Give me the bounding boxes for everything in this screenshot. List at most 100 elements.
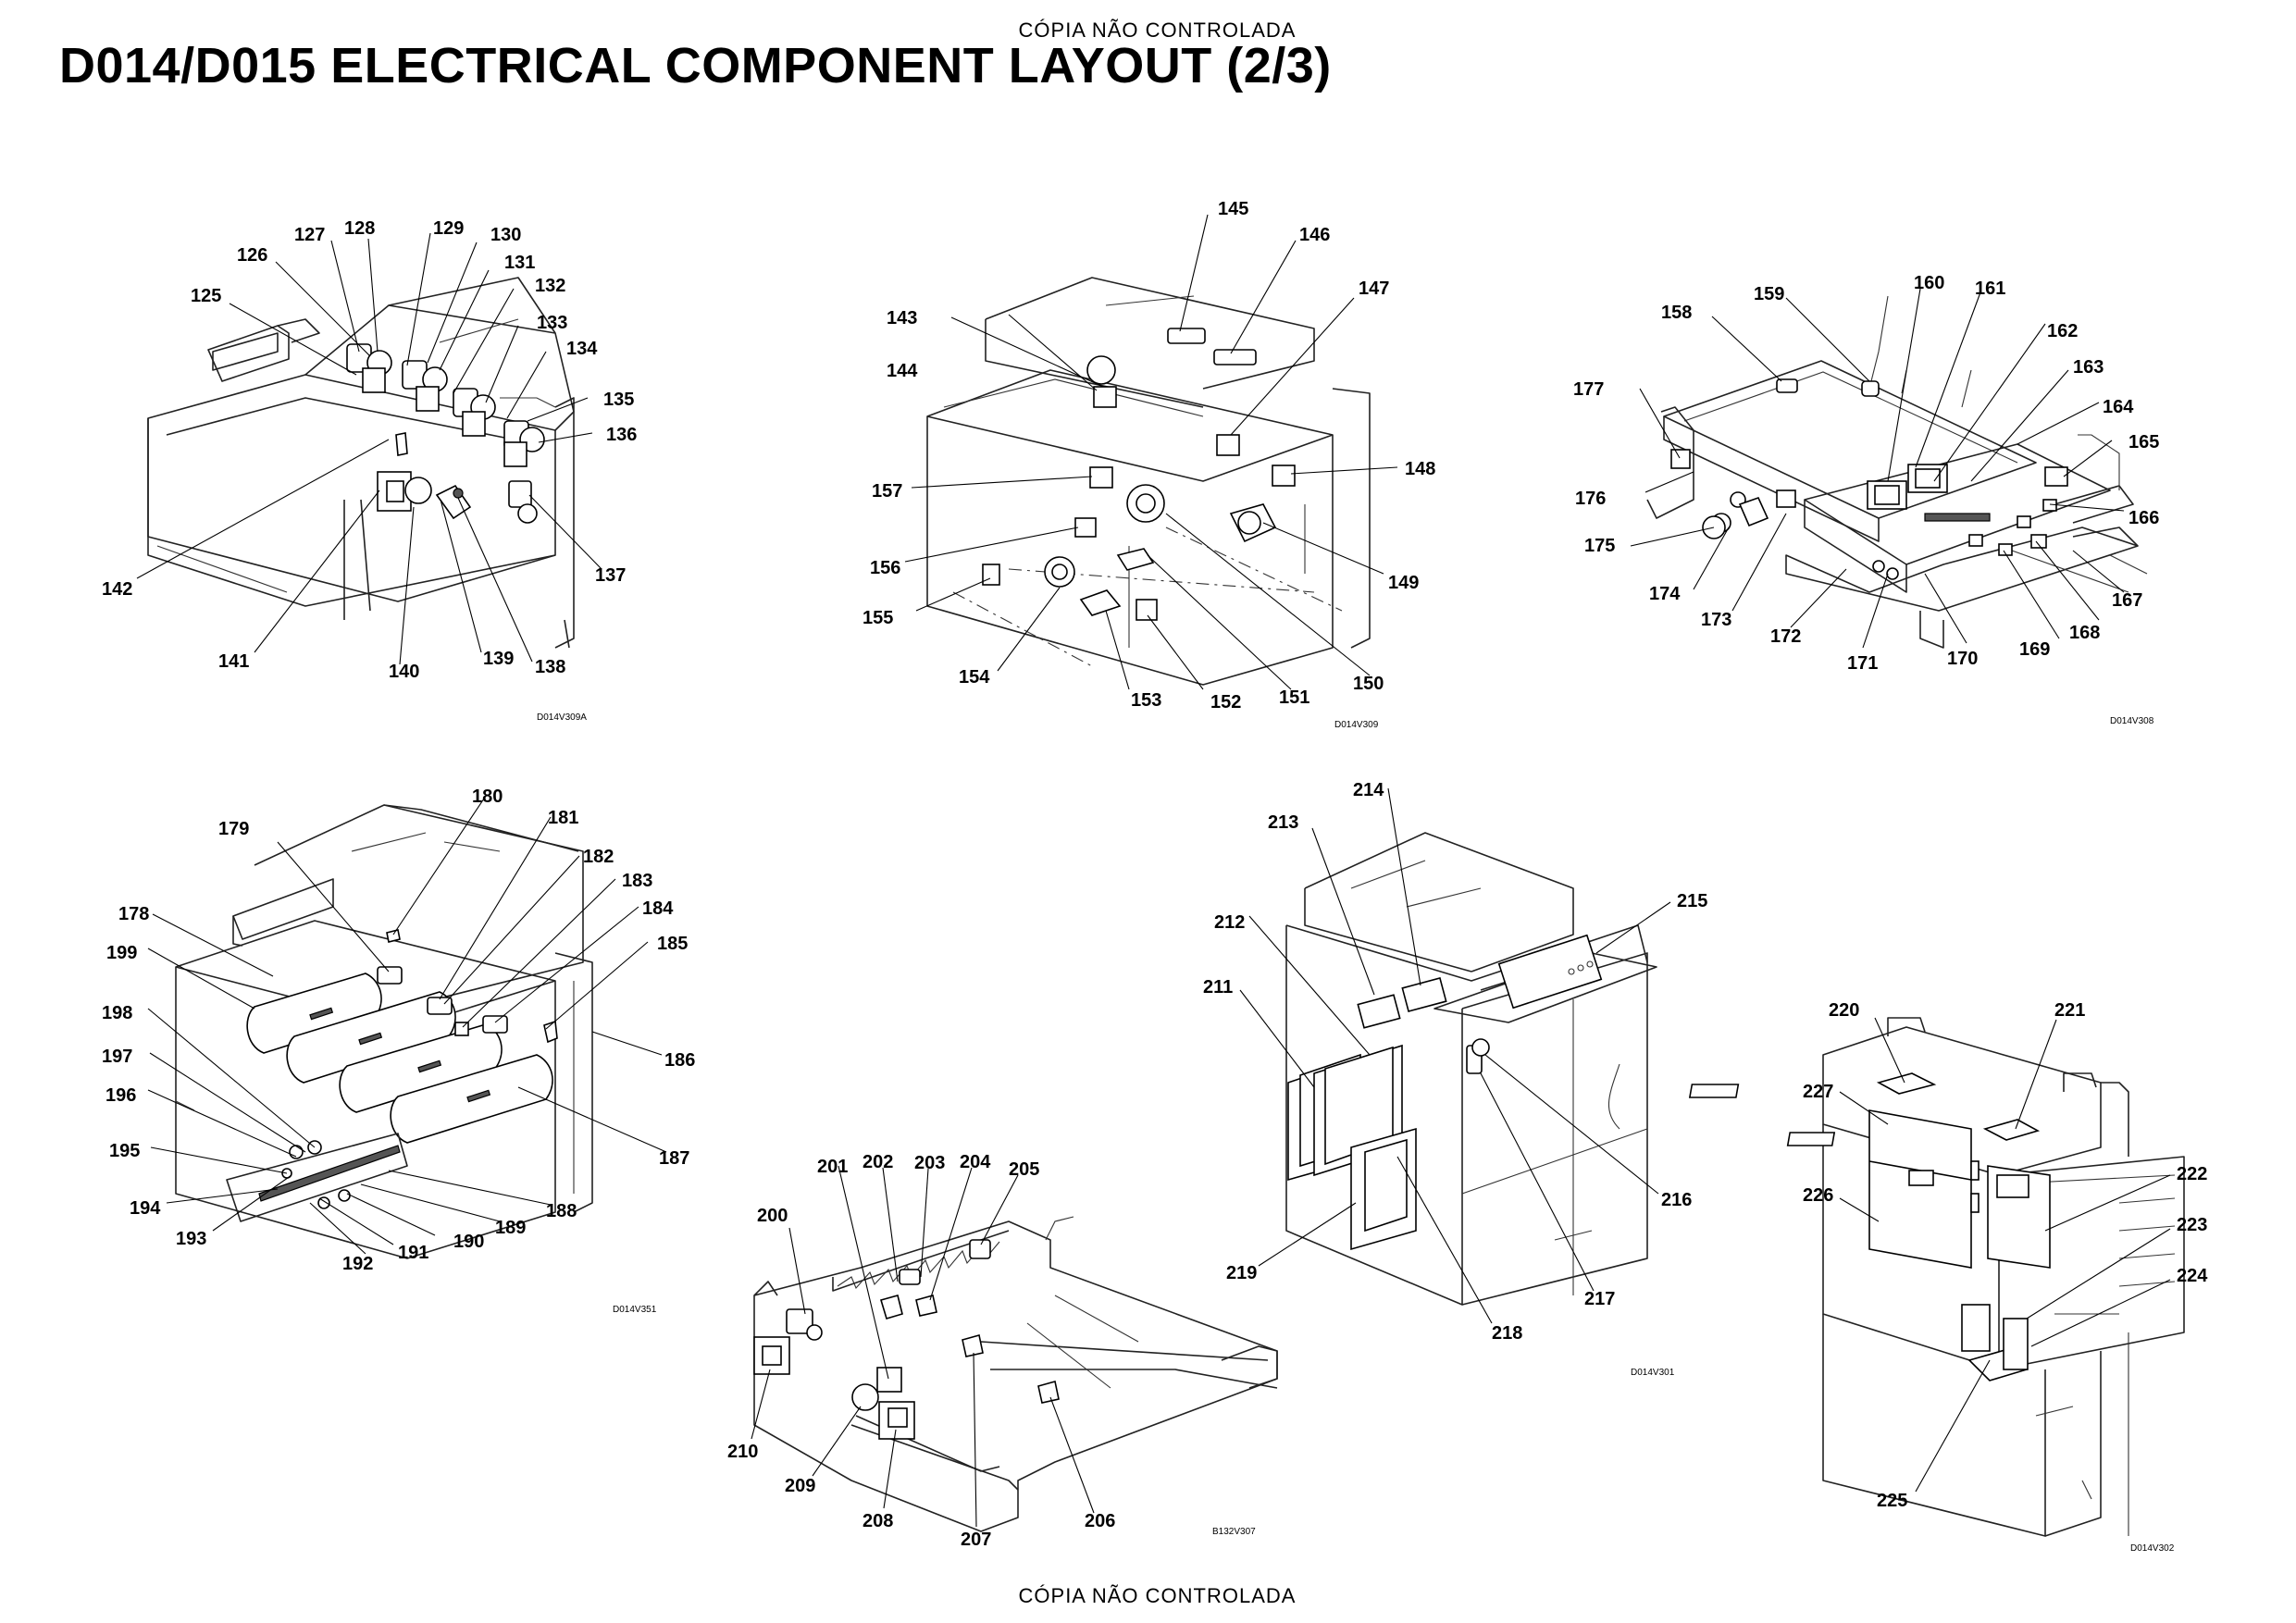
callout-label: 203 (914, 1153, 945, 1173)
callout-label: 192 (342, 1254, 373, 1274)
page-title: D014/D015 ELECTRICAL COMPONENT LAYOUT (2… (59, 38, 1332, 93)
callout-label: 186 (664, 1050, 695, 1071)
callout-label: 126 (237, 245, 267, 266)
callout-label: 224 (2177, 1266, 2208, 1286)
callout-label: 171 (1847, 653, 1878, 674)
callout-label: 205 (1009, 1159, 1039, 1180)
callout-label: 169 (2019, 639, 2050, 660)
callout-label: 148 (1405, 459, 1435, 479)
figure-6: 211 212 213 214 215 216 217 218 219 D014… (1203, 780, 1707, 1378)
callout-label: 170 (1947, 649, 1978, 669)
callout-label: 218 (1492, 1323, 1522, 1344)
figure-1: 125 126 127 128 129 130 131 132 133 134 … (102, 218, 637, 723)
callout-label: 176 (1575, 489, 1606, 509)
callout-label: 206 (1085, 1511, 1115, 1531)
callout-label: 214 (1353, 780, 1384, 800)
callout-label: 129 (433, 218, 464, 239)
callout-label: 155 (863, 608, 893, 628)
callout-label: 195 (109, 1141, 140, 1161)
callout-label: 138 (535, 657, 565, 677)
callout-label: 223 (2177, 1215, 2207, 1235)
callout-label: 175 (1584, 536, 1615, 556)
callout-label: 219 (1226, 1263, 1257, 1283)
figure-code: D014V309A (537, 712, 587, 723)
callout-label: 160 (1914, 273, 1944, 293)
callout-label: 174 (1649, 584, 1681, 604)
callout-label: 147 (1359, 279, 1389, 299)
callout-label: 198 (102, 1003, 132, 1023)
callout-label: 202 (863, 1152, 893, 1172)
callout-label: 191 (398, 1243, 428, 1263)
callout-label: 130 (490, 225, 521, 245)
callout-label: 158 (1661, 303, 1692, 323)
callout-label: 165 (2128, 432, 2159, 452)
figure-code: B132V307 (1212, 1527, 1256, 1537)
callout-label: 131 (504, 253, 535, 273)
callout-label: 187 (659, 1148, 689, 1169)
watermark-bottom: CÓPIA NÃO CONTROLADA (1018, 1584, 1297, 1607)
callout-label: 190 (453, 1232, 484, 1252)
callout-label: 161 (1975, 279, 2005, 299)
figure-3: 158 159 160 161 162 163 164 165 166 167 … (1573, 273, 2159, 726)
callout-label: 153 (1131, 690, 1161, 711)
callout-label: 180 (472, 787, 503, 807)
callout-label: 208 (863, 1511, 893, 1531)
callout-label: 166 (2128, 508, 2159, 528)
callout-label: 172 (1770, 626, 1801, 647)
callout-label: 157 (872, 481, 902, 502)
callout-label: 152 (1210, 692, 1241, 712)
callout-label: 225 (1877, 1491, 1907, 1511)
callout-label: 227 (1803, 1082, 1833, 1102)
callout-label: 133 (537, 313, 567, 333)
callout-label: 177 (1573, 379, 1604, 400)
callout-label: 163 (2073, 357, 2104, 378)
callout-label: 213 (1268, 812, 1298, 833)
callout-label: 136 (606, 425, 637, 445)
callout-label: 168 (2069, 623, 2100, 643)
callout-label: 207 (961, 1530, 991, 1550)
callout-label: 216 (1661, 1190, 1692, 1210)
callout-label: 132 (535, 276, 565, 296)
callout-label: 220 (1829, 1000, 1859, 1021)
callout-label: 142 (102, 579, 132, 600)
callout-label: 222 (2177, 1164, 2207, 1184)
callout-label: 127 (294, 225, 325, 245)
callout-label: 173 (1701, 610, 1731, 630)
callout-label: 156 (870, 558, 900, 578)
callout-label: 125 (191, 286, 221, 306)
callout-label: 221 (2054, 1000, 2085, 1021)
figure-4: 178 179 180 181 182 183 184 185 186 187 … (102, 787, 695, 1315)
callout-label: 145 (1218, 199, 1248, 219)
callout-label: 204 (960, 1152, 991, 1172)
callout-label: 167 (2112, 590, 2142, 611)
callout-label: 154 (959, 667, 990, 688)
callout-label: 212 (1214, 912, 1245, 933)
callout-label: 215 (1677, 891, 1707, 911)
callout-label: 200 (757, 1206, 788, 1226)
callout-label: 140 (389, 662, 419, 682)
callout-label: 139 (483, 649, 514, 669)
callout-label: 146 (1299, 225, 1330, 245)
callout-label: 159 (1754, 284, 1784, 304)
callout-label: 209 (785, 1476, 815, 1496)
callout-label: 141 (218, 651, 249, 672)
callout-label: 199 (106, 943, 137, 963)
callout-label: 182 (583, 847, 614, 867)
callout-label: 179 (218, 819, 249, 839)
callout-label: 151 (1279, 688, 1309, 708)
callout-label: 226 (1803, 1185, 1833, 1206)
callout-label: 143 (887, 308, 917, 328)
callout-label: 149 (1388, 573, 1419, 593)
figure-7: 220 221 222 223 224 225 226 227 D014V302 (1688, 1000, 2208, 1554)
callout-label: 144 (887, 361, 918, 381)
figure-5: 200 201 202 203 204 205 206 207 208 209 … (727, 1152, 1278, 1550)
callout-label: 162 (2047, 321, 2078, 341)
figure-2: 143 144 145 146 147 148 149 150 151 152 … (863, 199, 1435, 730)
callout-label: 178 (118, 904, 149, 924)
figure-code: D014V309 (1334, 720, 1379, 730)
callout-label: 183 (622, 871, 652, 891)
callout-label: 188 (546, 1201, 577, 1221)
callout-label: 181 (548, 808, 578, 828)
callout-label: 185 (657, 934, 688, 954)
